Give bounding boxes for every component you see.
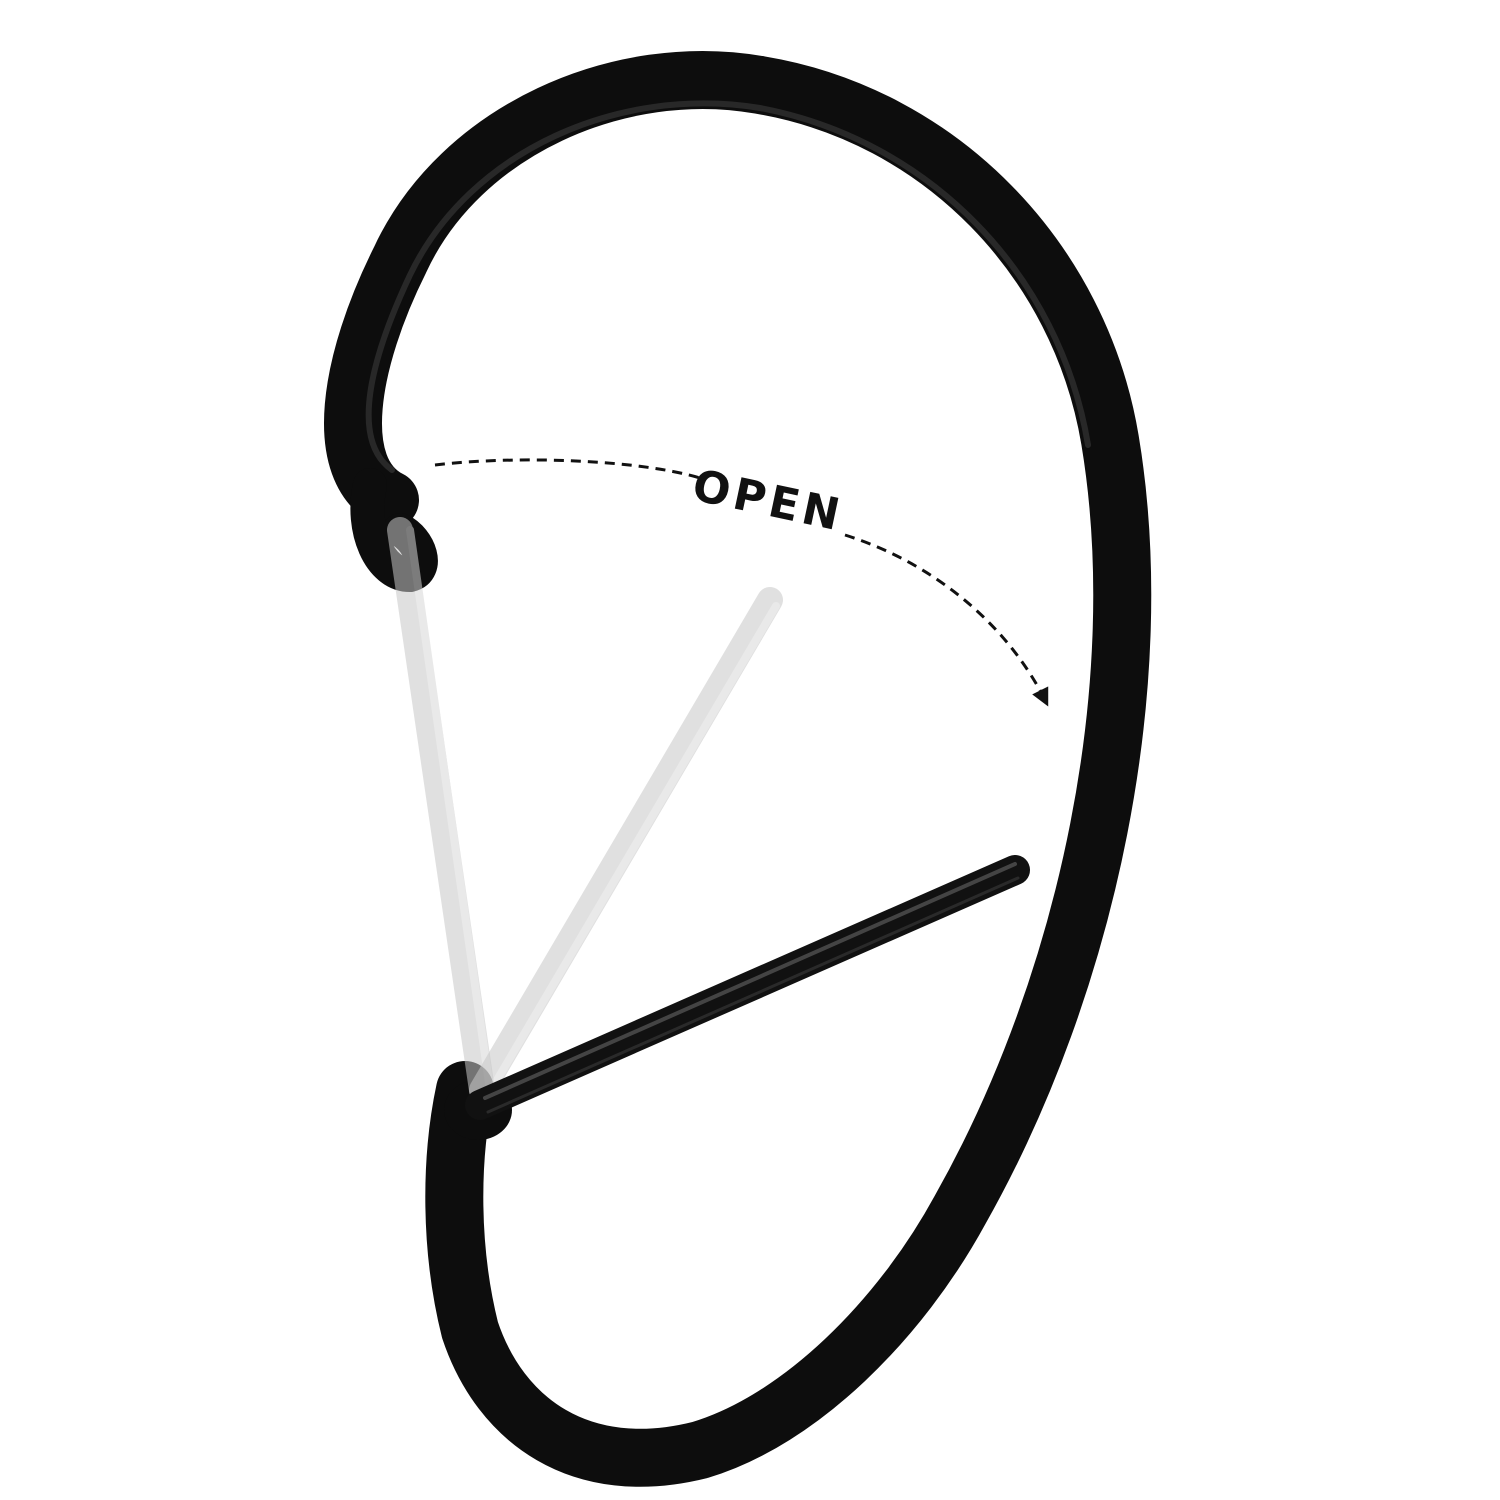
gate-wire <box>465 855 1030 1120</box>
carabiner-frame <box>324 50 1152 1487</box>
gate-ghost-position-2 <box>469 587 783 1103</box>
open-arrow <box>434 458 1049 707</box>
gate-ghost-position-1 <box>387 517 495 1103</box>
open-label: OPEN <box>688 460 848 542</box>
